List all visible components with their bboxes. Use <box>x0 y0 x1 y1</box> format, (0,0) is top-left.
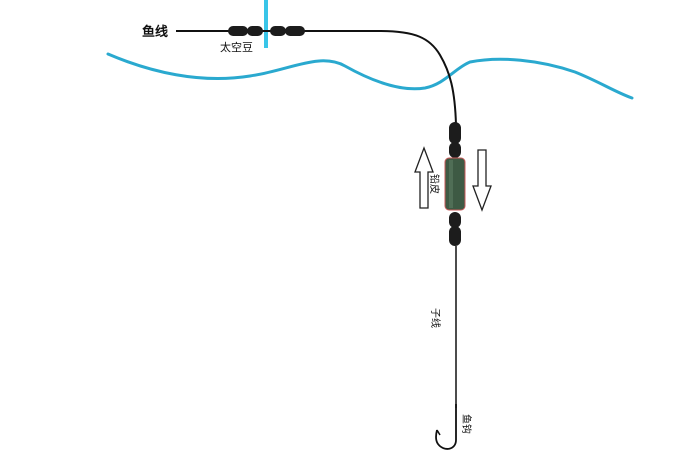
fish-hook-icon <box>435 404 457 450</box>
space-beans-label: 太空豆 <box>220 40 253 54</box>
arrow-down-icon <box>472 149 492 212</box>
lead-sinker <box>444 157 466 211</box>
fishing-line-label: 鱼线 <box>142 24 168 40</box>
hook-label: 鱼钩 <box>460 414 473 434</box>
lead-sinker-label: 铅皮 <box>428 174 441 194</box>
upper-stoppers <box>449 122 461 158</box>
space-beans <box>228 26 305 36</box>
leader-line-label: 子线 <box>429 308 442 328</box>
arrow-up-icon <box>414 146 434 209</box>
lower-stoppers <box>449 212 461 246</box>
water-surface-line <box>106 52 634 100</box>
main-fishing-line <box>176 30 457 126</box>
